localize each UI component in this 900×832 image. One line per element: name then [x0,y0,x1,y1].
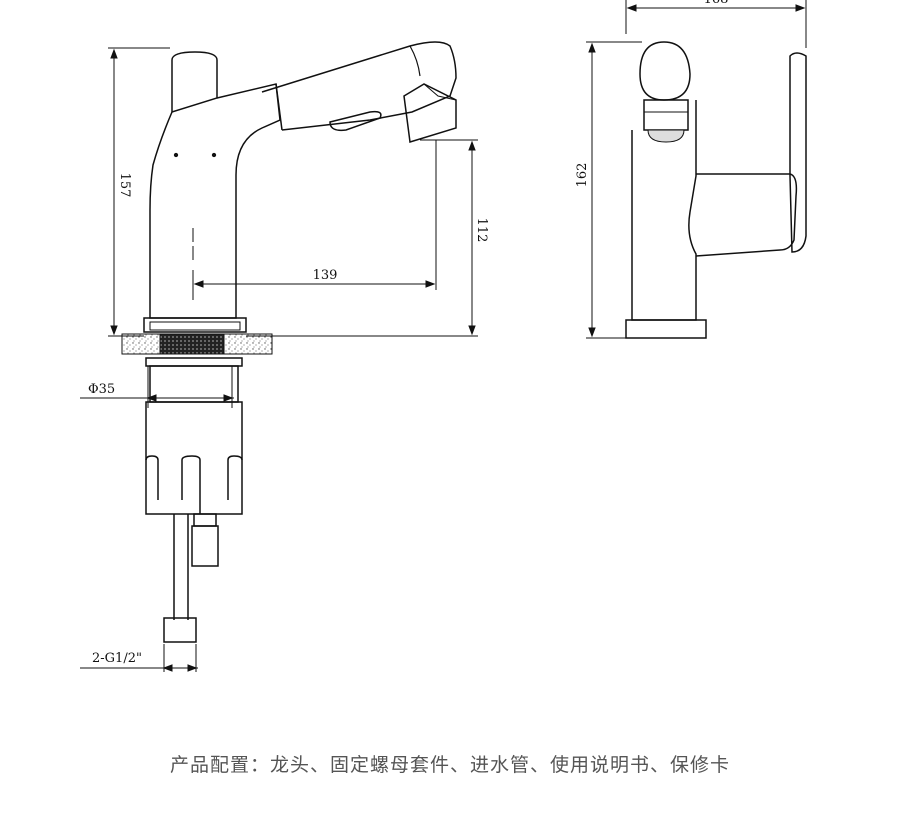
dim-mount-diameter: Φ35 [88,382,115,397]
aerator [643,99,689,131]
countertop-section [121,333,273,355]
spray-head [403,83,457,143]
front-view [143,41,457,333]
side-view [625,41,807,339]
dim-outlet-height: 112 [474,218,489,243]
base-plate [143,317,247,333]
side-body [631,100,697,321]
faucet-body [149,83,281,319]
dim-side-height: 162 [575,163,590,188]
front-dimensions [80,47,478,672]
mounting-assembly [145,357,243,643]
dim-inlet-thread: 2-G1/2" [92,651,142,666]
dim-body-height: 157 [117,173,132,198]
inlet-fitting [163,617,197,643]
side-dimensions [586,0,807,339]
product-contents-caption: 产品配置：龙头、固定螺母套件、进水管、使用说明书、保修卡 [169,754,730,776]
side-handle [695,173,798,257]
spout [261,41,457,131]
dim-side-width: 168 [704,0,729,7]
body-top-cylinder [171,51,218,114]
dim-reach: 139 [313,268,338,283]
spout-lever [329,110,382,132]
side-top-cylinder [639,41,691,101]
